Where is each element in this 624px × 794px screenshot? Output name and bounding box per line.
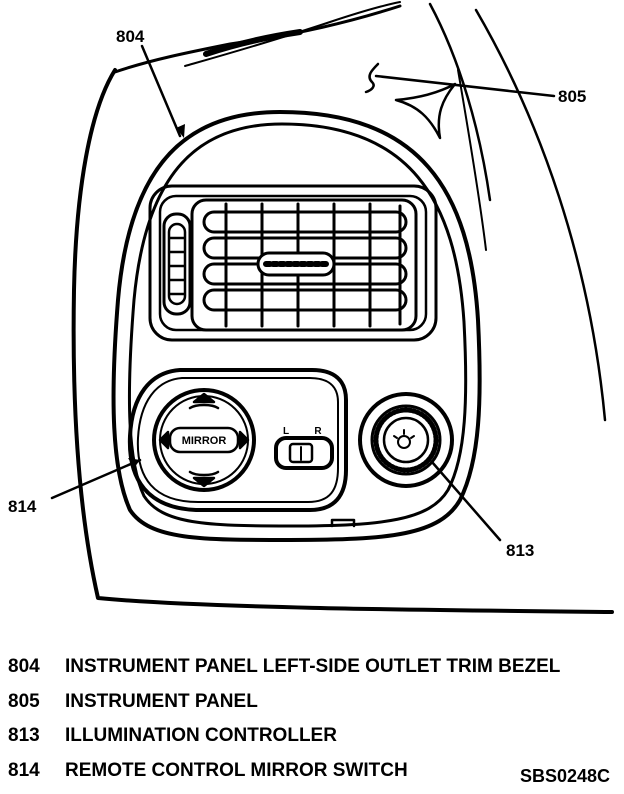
mirror-selector-knob [288,442,314,464]
bezel-diagram: 804 805 813 814 MIRROR L R [8,1,614,614]
mirror-joystick[interactable] [158,392,250,488]
figure-code: SBS0248C [519,766,610,786]
callout-805: 805 [558,87,586,106]
legend-description: INSTRUMENT PANEL LEFT-SIDE OUTLET TRIM B… [65,656,561,677]
illumination-icon [393,429,415,449]
leader-line-813 [430,460,502,542]
legend-description: INSTRUMENT PANEL [65,690,258,712]
outlet-thumbwheel-housing [162,212,192,316]
legend-row: 814 REMOTE CONTROL MIRROR SWITCH [8,754,618,789]
illumination-controller-knob[interactable] [370,404,442,476]
callout-814: 814 [8,497,37,516]
panel-right-curve [474,8,607,422]
panel-wing [394,82,457,140]
panel-top-edge-inner [184,1,401,67]
mirror-joystick-outer [152,388,256,492]
instrument-panel-outline [71,68,614,614]
legend-row: 805 INSTRUMENT PANEL [8,685,618,720]
illumination-controller-housing [358,392,454,488]
outlet-vent-opening [190,198,418,332]
legend-row: 813 ILLUMINATION CONTROLLER [8,719,618,754]
selector-left-label: L [283,426,289,437]
outlet-frame-outer [148,184,438,342]
leader-line-804 [140,44,182,138]
legend-row: 804 INSTRUMENT PANEL LEFT-SIDE OUTLET TR… [8,650,618,685]
panel-small-ridge [203,29,303,57]
legend-description: ILLUMINATION CONTROLLER [65,725,337,746]
mirror-selector-switch[interactable] [274,436,334,470]
outlet-thumbwheel[interactable] [167,222,187,306]
trim-bezel-outer [111,110,482,542]
legend-number: 804 [8,656,40,677]
legend-number: 814 [8,759,40,781]
legend-number: 805 [8,690,40,712]
mirror-label-plate [168,426,240,454]
leader-line-814 [50,458,142,500]
leader-arrowheads [128,124,185,468]
trim-bezel-inner [127,122,468,528]
panel-right-curve-2 [457,69,487,251]
legend-number: 813 [8,725,40,746]
panel-hook [364,62,380,94]
bezel-bottom-tab [330,518,356,528]
mirror-label: MIRROR [182,435,227,447]
legend-description: REMOTE CONTROL MIRROR SWITCH [65,759,408,781]
selector-right-label: R [314,426,322,437]
mirror-switch-housing-inner [136,377,339,503]
panel-top-edge-2 [428,2,492,202]
callout-804: 804 [116,27,145,46]
leader-line-805 [374,74,556,98]
legend: 804 INSTRUMENT PANEL LEFT-SIDE OUTLET TR… [8,650,618,788]
callout-813: 813 [506,541,534,560]
illumination-controller-cap [382,416,430,464]
illumination-controller-knurl [373,407,439,473]
mirror-switch-housing [127,368,348,512]
